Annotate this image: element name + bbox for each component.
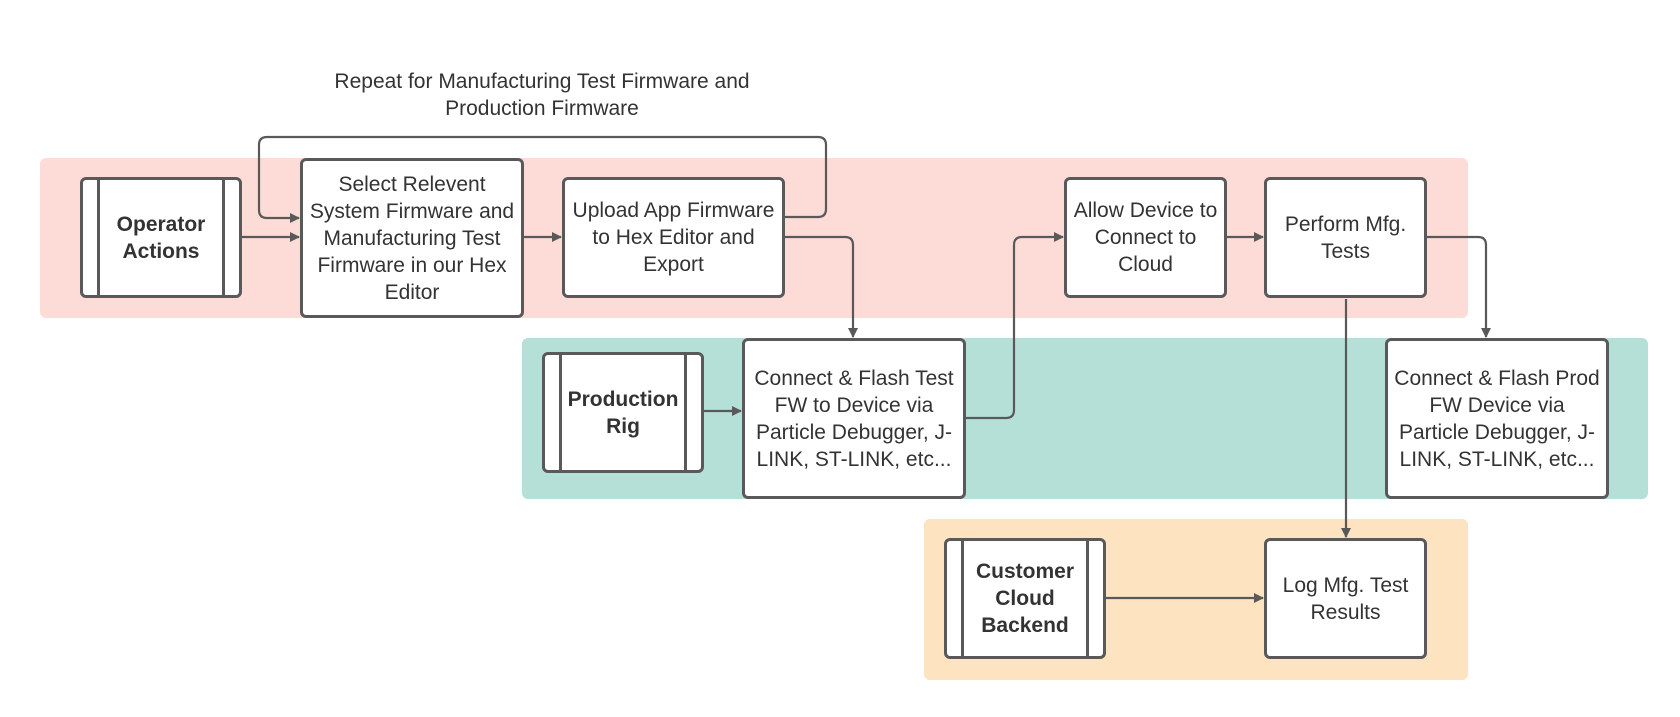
- step-log-test-results: Log Mfg. Test Results: [1264, 538, 1427, 659]
- edge-repeat-loop: [257, 135, 828, 223]
- edge-flash-test-to-allow: [966, 232, 1064, 420]
- actor-operator-actions: Operator Actions: [80, 177, 242, 298]
- step-select-firmware: Select Relevent System Firmware and Manu…: [300, 158, 524, 318]
- edge-perform-to-flash-prod: [1427, 235, 1491, 338]
- actor-production-rig: Production Rig: [542, 352, 704, 473]
- step-upload-app-firmware: Upload App Firmware to Hex Editor and Ex…: [562, 177, 785, 298]
- step-allow-device-connect: Allow Device to Connect to Cloud: [1064, 177, 1227, 298]
- actor-customer-cloud-backend: Customer Cloud Backend: [944, 538, 1106, 659]
- edge-upload-to-flash-test: [785, 235, 858, 338]
- step-flash-prod-firmware: Connect & Flash Prod FW Device via Parti…: [1385, 338, 1609, 499]
- step-perform-mfg-tests: Perform Mfg. Tests: [1264, 177, 1427, 298]
- step-flash-test-firmware: Connect & Flash Test FW to Device via Pa…: [742, 338, 966, 499]
- repeat-annotation: Repeat for Manufacturing Test Firmware a…: [334, 70, 750, 120]
